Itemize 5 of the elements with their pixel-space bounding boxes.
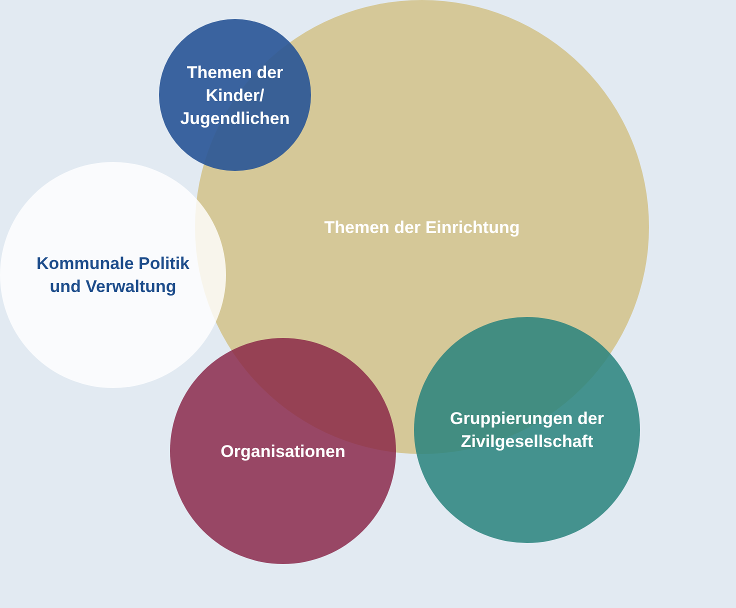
- circle-label: Themen der Einrichtung: [323, 216, 521, 238]
- circle-label: Organisationen: [220, 440, 346, 462]
- circle-label: Kommunale Politik und Verwaltung: [35, 253, 191, 298]
- circle-label: Gruppierungen der Zivilgesellschaft: [449, 408, 605, 453]
- circle-label: Themen der Kinder/ Jugendlichen: [179, 62, 291, 130]
